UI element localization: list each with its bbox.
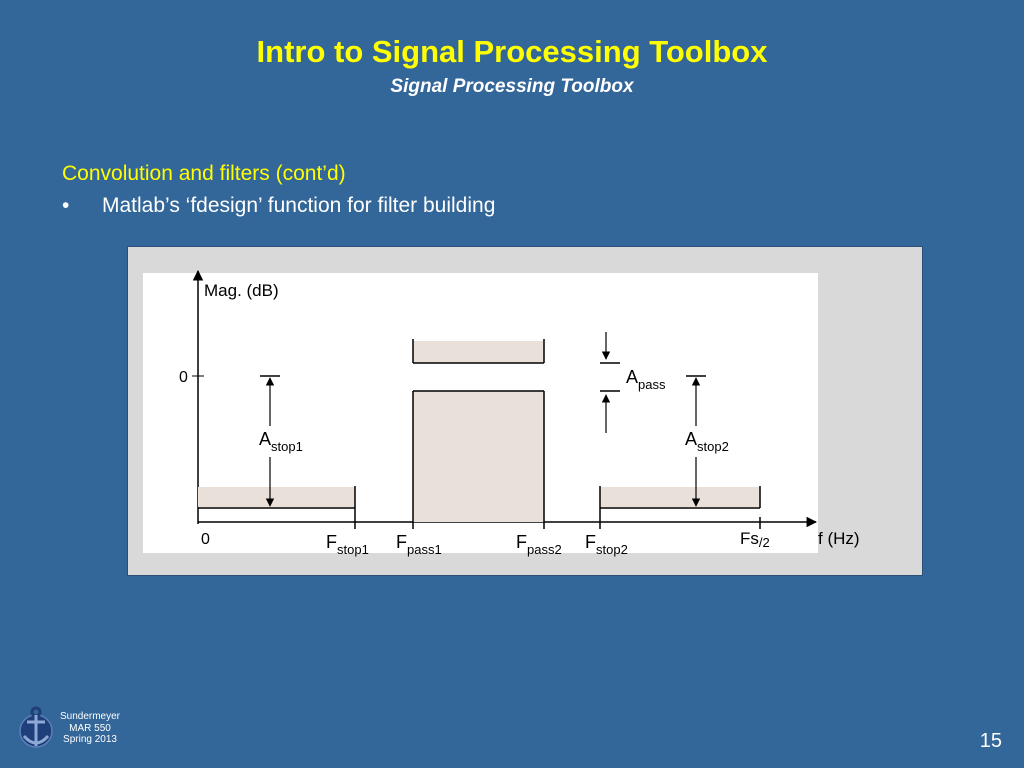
footer-line-course: MAR 550: [69, 722, 111, 734]
a-pass-label: Apass: [626, 367, 666, 392]
y-tick-zero-label: 0: [179, 369, 188, 386]
filter-spec-svg: Mag. (dB) 0 0 f (Hz) Fstop1 Fpass1 Fpass…: [143, 269, 860, 557]
slide-title: Intro to Signal Processing Toolbox: [256, 34, 768, 69]
x-axis-label: f (Hz): [818, 529, 860, 548]
a-stop1-label: Astop1: [259, 429, 303, 454]
bullet-marker: •: [62, 194, 70, 217]
passband-region: [413, 391, 544, 522]
stopband1-tolerance: [198, 487, 355, 507]
page-number: 15: [979, 730, 1002, 752]
x-origin-label: 0: [201, 531, 210, 548]
bullet-text: Matlab’s ‘fdesign’ function for filter b…: [102, 194, 496, 217]
anchor-logo-icon: [19, 706, 53, 748]
f-stop1-label: Fstop1: [326, 532, 369, 557]
filter-spec-diagram: Mag. (dB) 0 0 f (Hz) Fstop1 Fpass1 Fpass…: [127, 246, 923, 576]
footer-line-term: Spring 2013: [63, 734, 117, 745]
fs-half-label: Fs/2: [740, 529, 770, 550]
f-stop2-label: Fstop2: [585, 532, 628, 557]
a-stop2-label: Astop2: [685, 429, 729, 454]
section-heading: Convolution and filters (cont’d): [62, 162, 346, 185]
footer-credits: Sundermeyer MAR 550 Spring 2013: [50, 711, 130, 746]
f-pass2-label: Fpass2: [516, 532, 562, 557]
y-axis-label: Mag. (dB): [204, 281, 279, 300]
stopband2-tolerance: [600, 487, 760, 507]
footer-line-author: Sundermeyer: [59, 711, 121, 722]
f-pass1-label: Fpass1: [396, 532, 442, 557]
passband-upper-tolerance: [413, 341, 544, 363]
slide-subtitle: Signal Processing Toolbox: [390, 76, 634, 97]
